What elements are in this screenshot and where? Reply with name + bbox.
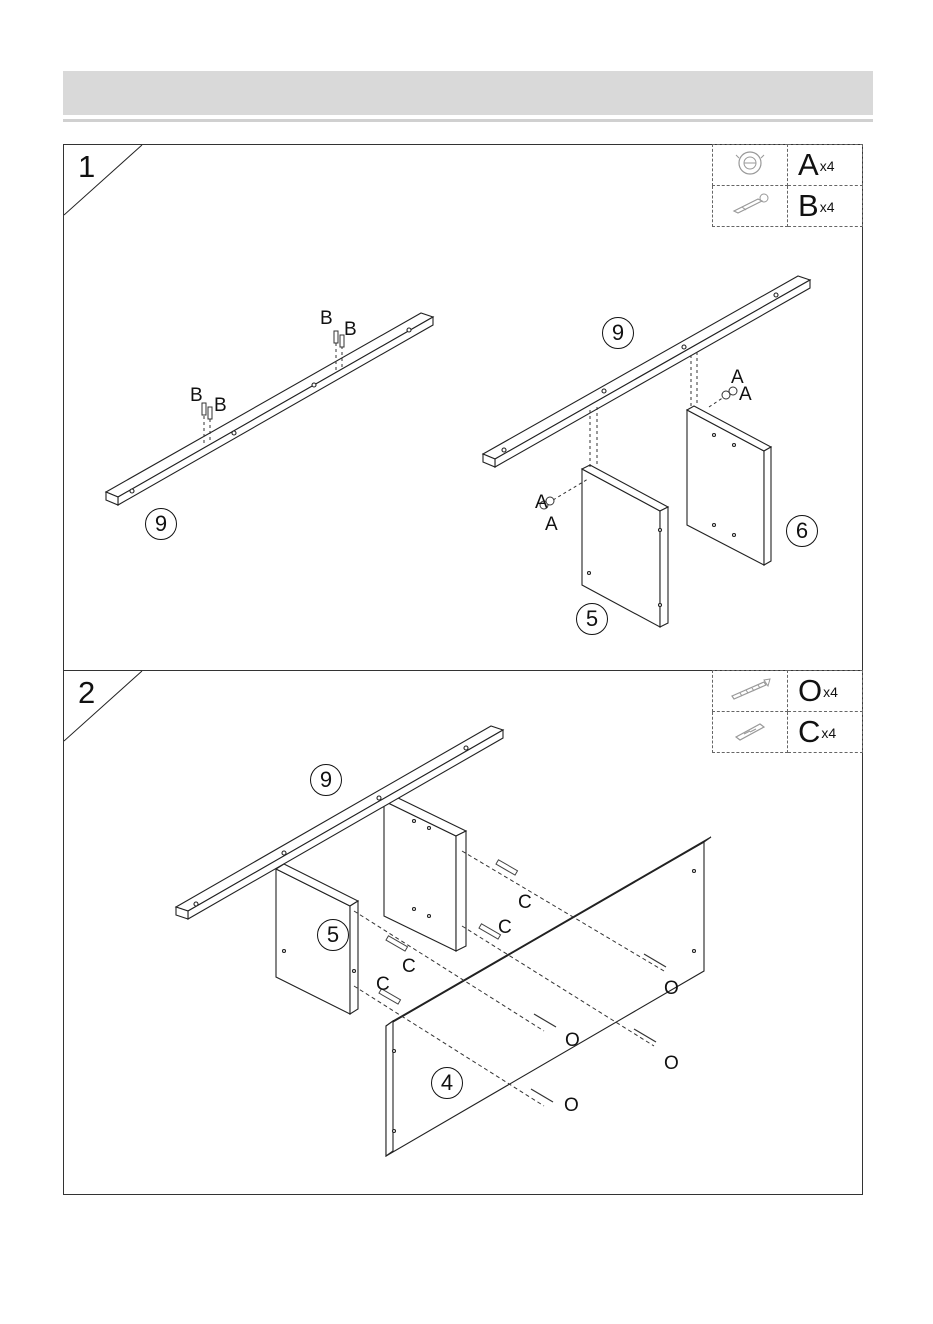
label-o-4: O — [564, 1096, 579, 1115]
step-2-panel: 2 Ox4 Cx4 — [63, 670, 863, 1195]
label-c-4: C — [376, 975, 390, 994]
label-c-2: C — [498, 918, 512, 937]
step-1-illustration — [64, 145, 864, 672]
part-6-panel — [687, 406, 771, 565]
label-o-3: O — [664, 1054, 679, 1073]
header-rule — [63, 119, 873, 122]
label-b-3: B — [320, 309, 333, 328]
label-c-3: C — [402, 957, 416, 976]
label-o-2: O — [565, 1031, 580, 1050]
step-2-illustration — [64, 671, 864, 1196]
label-o-1: O — [664, 979, 679, 998]
label-c-1: C — [518, 893, 532, 912]
part-number-6: 6 — [786, 515, 818, 547]
label-a-1: A — [535, 493, 548, 512]
part-number-5: 5 — [317, 919, 349, 951]
label-b-2: B — [214, 396, 227, 415]
part-number-4: 4 — [431, 1067, 463, 1099]
part-number-5: 5 — [576, 603, 608, 635]
label-b-4: B — [344, 320, 357, 339]
part-number-9-left: 9 — [145, 508, 177, 540]
part-6-panel — [384, 796, 466, 951]
part-9-beam-right — [483, 276, 810, 467]
part-number-9: 9 — [310, 764, 342, 796]
part-number-9-right: 9 — [602, 317, 634, 349]
label-b-1: B — [190, 386, 203, 405]
label-a-4: A — [739, 385, 752, 404]
header-bar — [63, 71, 873, 115]
label-a-2: A — [545, 515, 558, 534]
part-9-beam-left — [106, 313, 433, 505]
step-1-panel: 1 Ax4 — [63, 144, 863, 671]
